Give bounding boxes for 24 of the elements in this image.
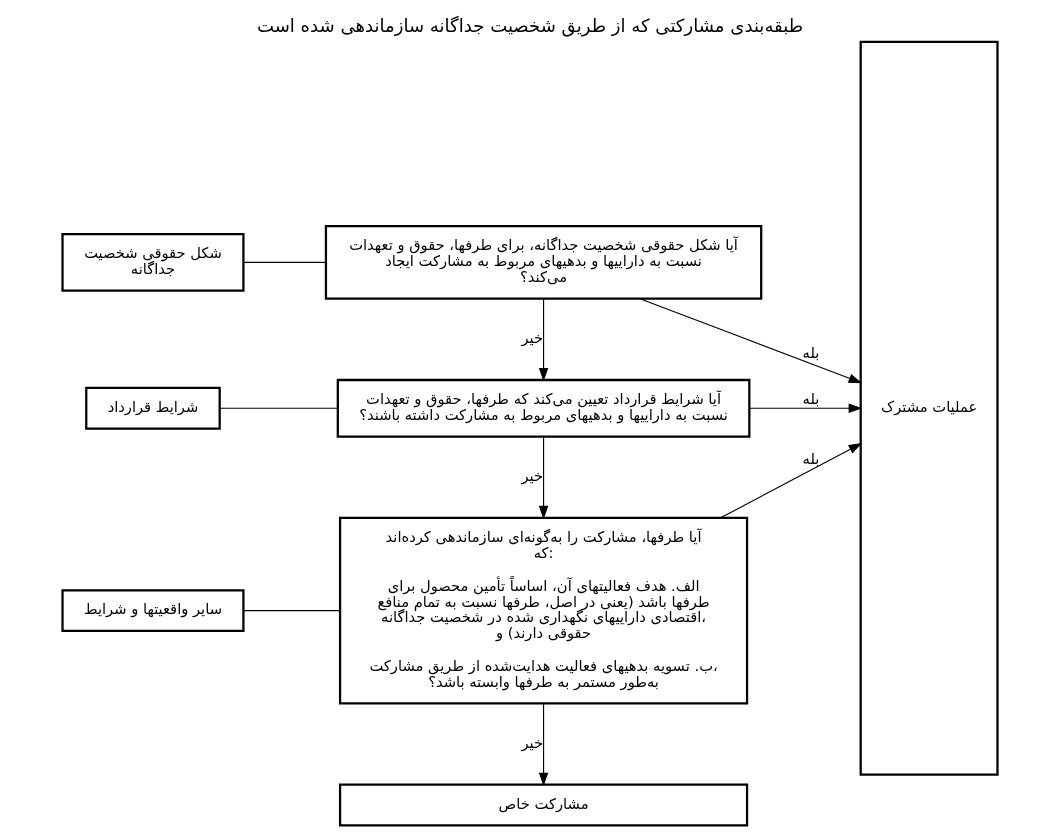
node-box: شکل حقوقی شخصیت جداگانه [61,233,245,292]
arrow [720,443,863,519]
edge-label: بله [802,390,820,408]
arrow [538,703,549,787]
arrow [538,436,549,520]
node-box: شرایط قرارداد [85,386,221,430]
edge-label: بله [802,450,820,468]
node-box: آیا طرفها، مشارکت را به‌گونه‌ای سازماندهی کرده‌اند که: الف. هدف فعالیتهای آن، اساساً تأمین محصول برای طرفها باشد (یعنی در اصل، طرفها نسبت به تمام منافع اقتصادی داراییهای نگهداری شده در شخصیت جداگانه، حقوقی دارند) و ب. تسویه بدهیهای فعالیت هدایت‌شده از طریق مشارکت، به‌طور مستمر به طرفها وابسته باشد؟ [338,516,749,705]
edge-label: بله [802,343,820,361]
diagram-title: طبقه‌بندی مشارکتی که از طریق شخصیت جداگانه سازماندهی شده است [256,14,804,36]
node-box: مشارکت خاص [338,783,749,827]
edge-label: خیر [521,467,544,485]
arrow [749,403,863,413]
edge-label: خیر [521,733,544,751]
edge-label: خیر [521,329,544,347]
node-box: عملیات مشترک [859,40,999,776]
connector [243,261,327,263]
connector [219,407,339,409]
node-box: آیا شکل حقوقی شخصیت جداگانه، برای طرفها، حقوق و تعهدات نسبت به داراییها و بدهیهای مربوط به مشارکت ایجاد می‌کند؟ [324,225,763,300]
node-box: سایر واقعیتها و شرایط [61,589,245,633]
node-box: آیا شرایط قرارداد تعیین می‌کند که طرفها، حقوق و تعهدات نسبت به داراییها و بدهیهای مربوط به مشارکت داشته باشند؟ [336,378,751,438]
arrow [639,298,863,384]
arrow [538,298,549,382]
connector [243,610,341,612]
